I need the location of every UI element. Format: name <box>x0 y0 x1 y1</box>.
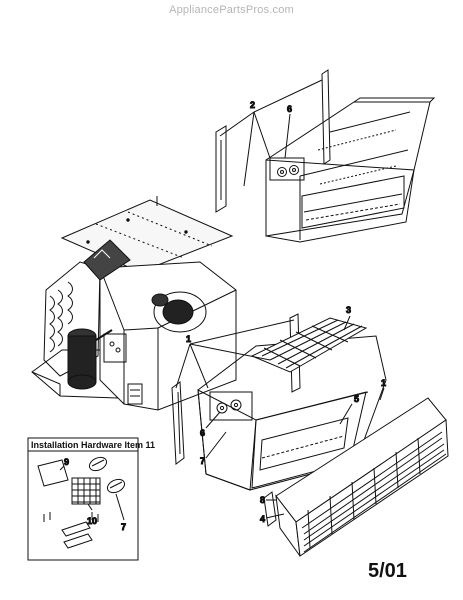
callout-1-middle: 1 <box>186 334 191 344</box>
front-grille-panel <box>263 397 449 557</box>
revision-date: 5/01 <box>368 560 407 582</box>
watermark: AppliancePartsPros.com <box>169 4 294 16</box>
compressor <box>67 328 113 390</box>
top-discharge-grille <box>250 317 368 373</box>
callout-5: 5 <box>354 394 359 404</box>
upper-front-panel <box>215 69 436 243</box>
callout-3: 3 <box>346 305 351 315</box>
callout-1-right: 1 <box>381 378 386 388</box>
leader-lines <box>205 315 385 519</box>
callout-8: 8 <box>260 495 265 505</box>
callout-7-lower: 7 <box>200 456 205 466</box>
condenser-coil <box>43 261 101 377</box>
callout-2: 2 <box>250 100 255 110</box>
mesh-filter <box>71 477 101 505</box>
callout-10: 10 <box>87 516 97 526</box>
inset-title: Installation Hardware Item 11 <box>31 440 156 450</box>
callout-6-upper: 6 <box>287 104 292 114</box>
callout-6-lower: 6 <box>200 428 205 438</box>
installation-hardware-inset <box>27 437 139 561</box>
callout-4: 4 <box>260 514 265 524</box>
callout-7-inset: 7 <box>121 522 126 532</box>
callout-9: 9 <box>64 457 69 467</box>
